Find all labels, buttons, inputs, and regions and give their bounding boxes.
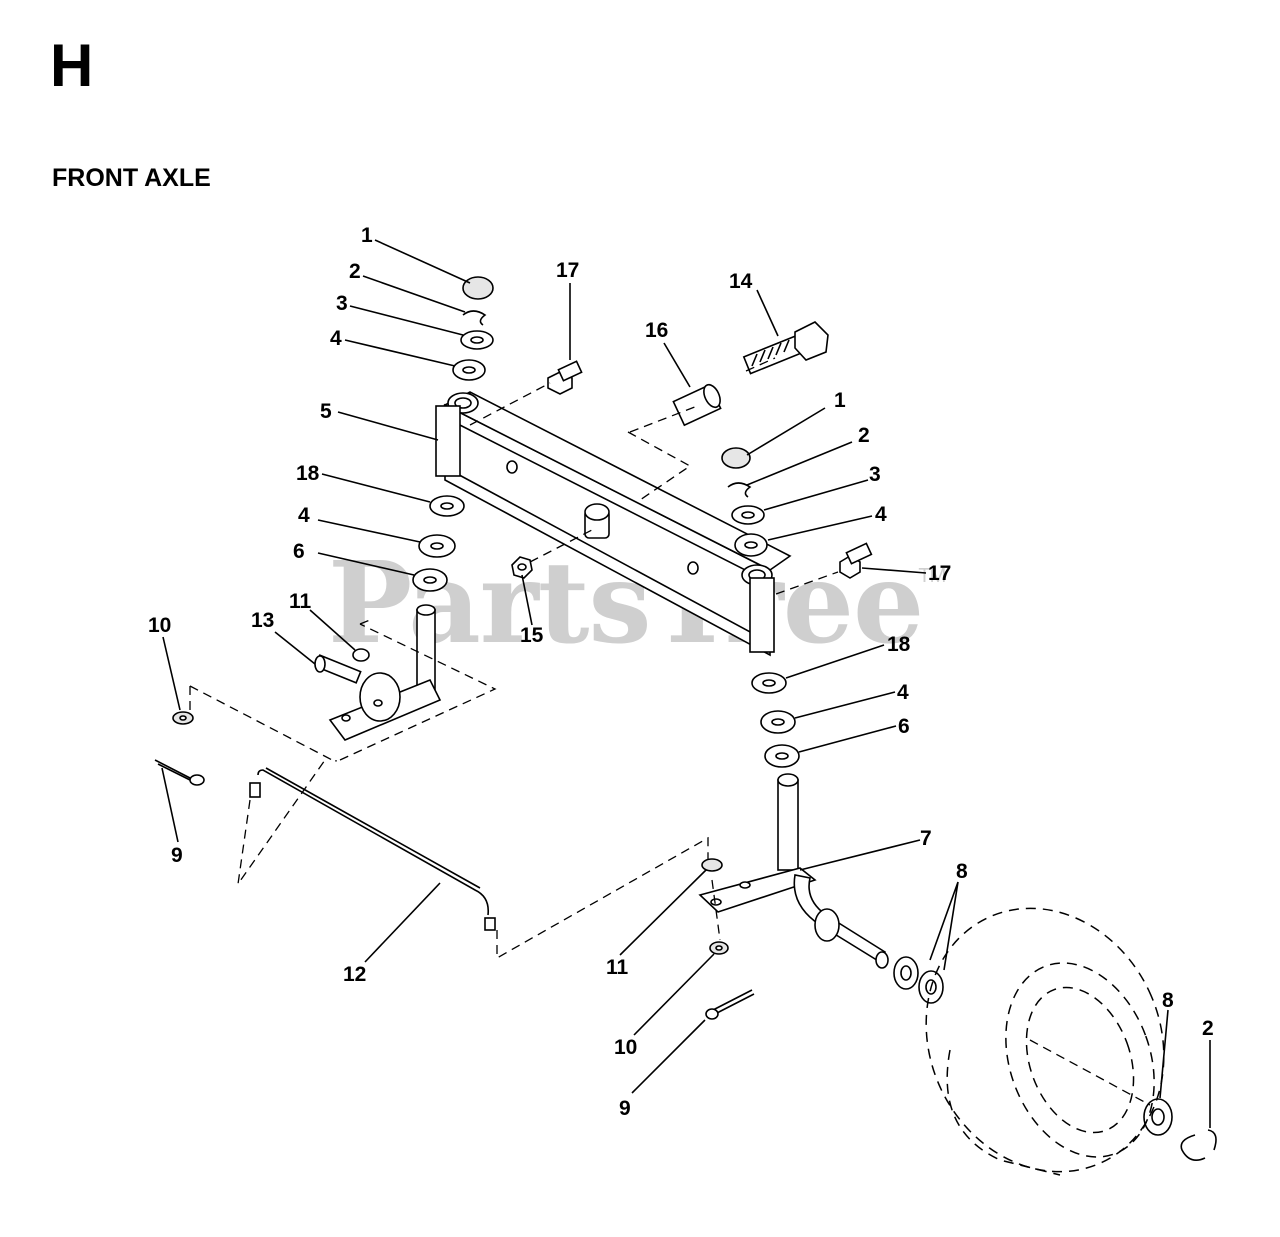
callout-3: 3: [869, 463, 881, 486]
left-washer-and-cotter: [154, 711, 205, 786]
callout-8: 8: [1162, 989, 1174, 1012]
section-letter: H: [50, 32, 94, 99]
assembly-lines: [189, 357, 1151, 1106]
callout-7: 7: [920, 827, 932, 850]
callout-3: 3: [336, 292, 348, 315]
wheel-phantom: [925, 907, 1165, 1176]
callout-4: 4: [330, 327, 342, 350]
callout-12: 12: [343, 963, 366, 986]
callout-5: 5: [320, 400, 332, 423]
pivot-tube: [584, 503, 610, 539]
left-spindle: [314, 604, 442, 741]
callout-9: 9: [171, 844, 183, 867]
callout-11: 11: [606, 956, 629, 979]
callout-4: 4: [298, 504, 310, 527]
nut-15: [511, 556, 533, 579]
washers-8: [893, 956, 1217, 1161]
callout-labels: 1 2 3 4 5 18 4 6 17 16 14 1 2 3 4 17 15 …: [148, 224, 1214, 1120]
callout-1: 1: [834, 389, 846, 412]
callout-8: 8: [956, 860, 968, 883]
left-spindle-stack: [412, 276, 494, 592]
callout-4: 4: [875, 503, 887, 526]
callout-2: 2: [858, 424, 870, 447]
callout-1: 1: [361, 224, 373, 247]
clip-2-left: [462, 310, 487, 326]
right-small-parts: [701, 858, 755, 1020]
callout-17: 17: [928, 562, 951, 585]
callout-9: 9: [619, 1097, 631, 1120]
callout-4: 4: [897, 681, 909, 704]
grease-fitting-left: [547, 360, 583, 395]
right-spindle: [698, 773, 889, 969]
callout-17: 17: [556, 259, 579, 282]
callout-11: 11: [289, 590, 312, 613]
callout-18: 18: [296, 462, 320, 485]
callout-14: 14: [729, 270, 753, 293]
callout-10: 10: [148, 614, 171, 637]
section-title: FRONT AXLE: [52, 164, 211, 192]
callout-16: 16: [645, 319, 668, 342]
callout-15: 15: [520, 624, 544, 647]
right-upper-stack: [721, 447, 768, 557]
axle-beam: [435, 391, 792, 657]
cap-1-left: [462, 276, 494, 300]
callout-2: 2: [1202, 1017, 1214, 1040]
right-lower-stack: [751, 672, 800, 768]
callout-13: 13: [251, 609, 274, 632]
callout-18: 18: [887, 633, 911, 656]
drag-link: [249, 767, 496, 931]
callout-6: 6: [293, 540, 305, 563]
grease-fitting-right: [839, 542, 873, 579]
watermark-trademark: TM: [918, 565, 946, 587]
bolt-14: [742, 321, 829, 375]
leader-lines: [161, 239, 1211, 1128]
callout-2: 2: [349, 260, 361, 283]
callout-10: 10: [614, 1036, 637, 1059]
callout-6: 6: [898, 715, 910, 738]
spacer-16: [672, 383, 722, 427]
